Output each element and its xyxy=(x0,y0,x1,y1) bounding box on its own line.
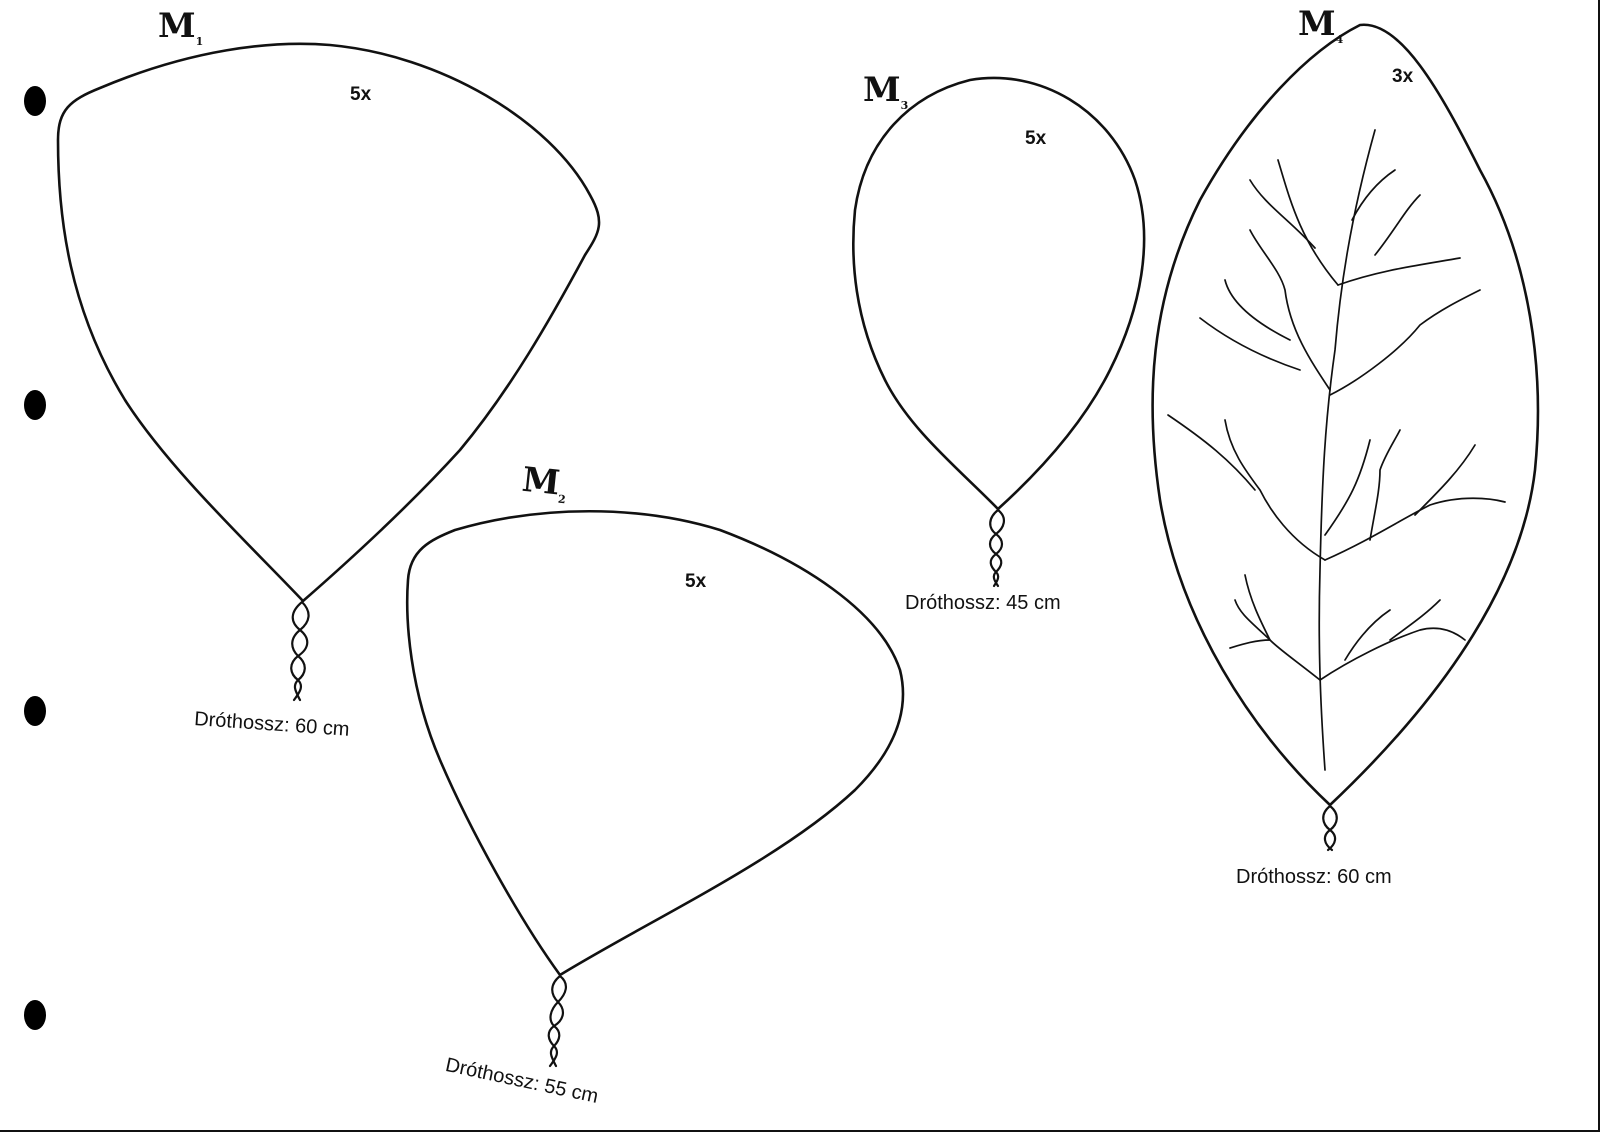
piece-code-m1: M1 xyxy=(158,6,203,48)
petal-m3-outline xyxy=(852,76,1146,511)
piece-code-m3: M3 xyxy=(863,70,908,112)
leaf-m4-outline xyxy=(1151,23,1540,807)
binder-hole-1 xyxy=(24,86,46,116)
piece-count-m2: 5x xyxy=(685,571,707,592)
petal-m2-outline xyxy=(405,510,905,977)
binder-hole-2 xyxy=(24,390,46,420)
binder-hole-4 xyxy=(24,1000,46,1030)
binder-hole-3 xyxy=(24,696,46,726)
leaf-m4-veins xyxy=(1167,129,1506,771)
wire-length-m3: Dróthossz: 45 cm xyxy=(905,592,1061,614)
leaf-m4-wire-twist xyxy=(1322,804,1338,852)
petal-m2-wire-twist xyxy=(547,974,567,1068)
piece-count-m1: 5x xyxy=(350,84,372,105)
petal-m3-wire-twist xyxy=(988,508,1005,588)
piece-code-m4: M4 xyxy=(1298,4,1343,46)
petal-m1-outline xyxy=(56,42,601,603)
piece-code-m2: M2 xyxy=(520,459,566,506)
petal-m1-wire-twist xyxy=(290,600,310,702)
piece-count-m3: 5x xyxy=(1025,128,1047,149)
wire-length-m4: Dróthossz: 60 cm xyxy=(1236,866,1392,888)
piece-count-m4: 3x xyxy=(1392,66,1414,87)
